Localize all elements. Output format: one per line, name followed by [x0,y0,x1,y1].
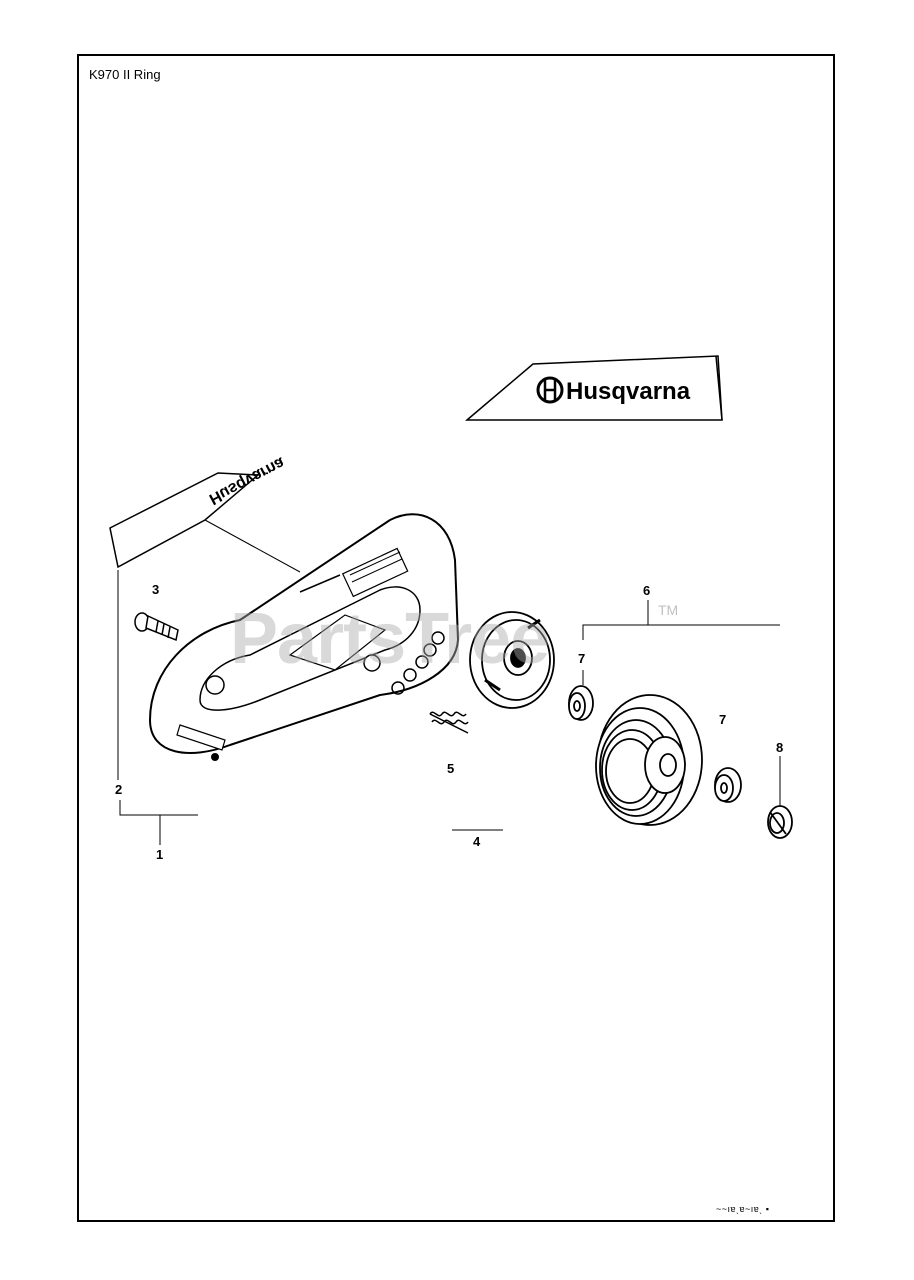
callout-2: 2 [115,782,123,797]
washer-part-upper [568,685,594,721]
clutch-hub-part [469,611,555,709]
bolt-part [134,612,179,642]
brand-decal: Husqvarna [464,355,723,421]
footer-code: ~~ıɐˎɐ~ıɐˎ ▪ [716,1204,770,1214]
brand-decal-text: Husqvarna [566,378,691,405]
belt-guard-cover [148,513,460,761]
cover-spring-coils [391,631,445,695]
callout-5: 5 [447,761,455,776]
spring-part [429,711,469,734]
callout-7-lower: 7 [719,712,727,727]
watermark: PartsTree [230,599,550,679]
callout-leader-lines [117,570,781,845]
callout-6: 6 [643,583,651,598]
nut-part [767,805,793,839]
callout-7-upper: 7 [578,651,586,666]
husqvarna-logo-icon [536,376,564,404]
callout-1: 1 [156,847,164,862]
callout-3: 3 [152,582,160,597]
pulley-drum-part [595,694,703,826]
watermark-tm: TM [658,602,679,618]
callout-4: 4 [473,834,481,849]
decal-leader [204,519,301,573]
washer-part-lower [714,767,742,803]
page-title: K970 II Ring [89,67,161,82]
callout-8: 8 [776,740,784,755]
diagram-frame [77,54,835,1222]
